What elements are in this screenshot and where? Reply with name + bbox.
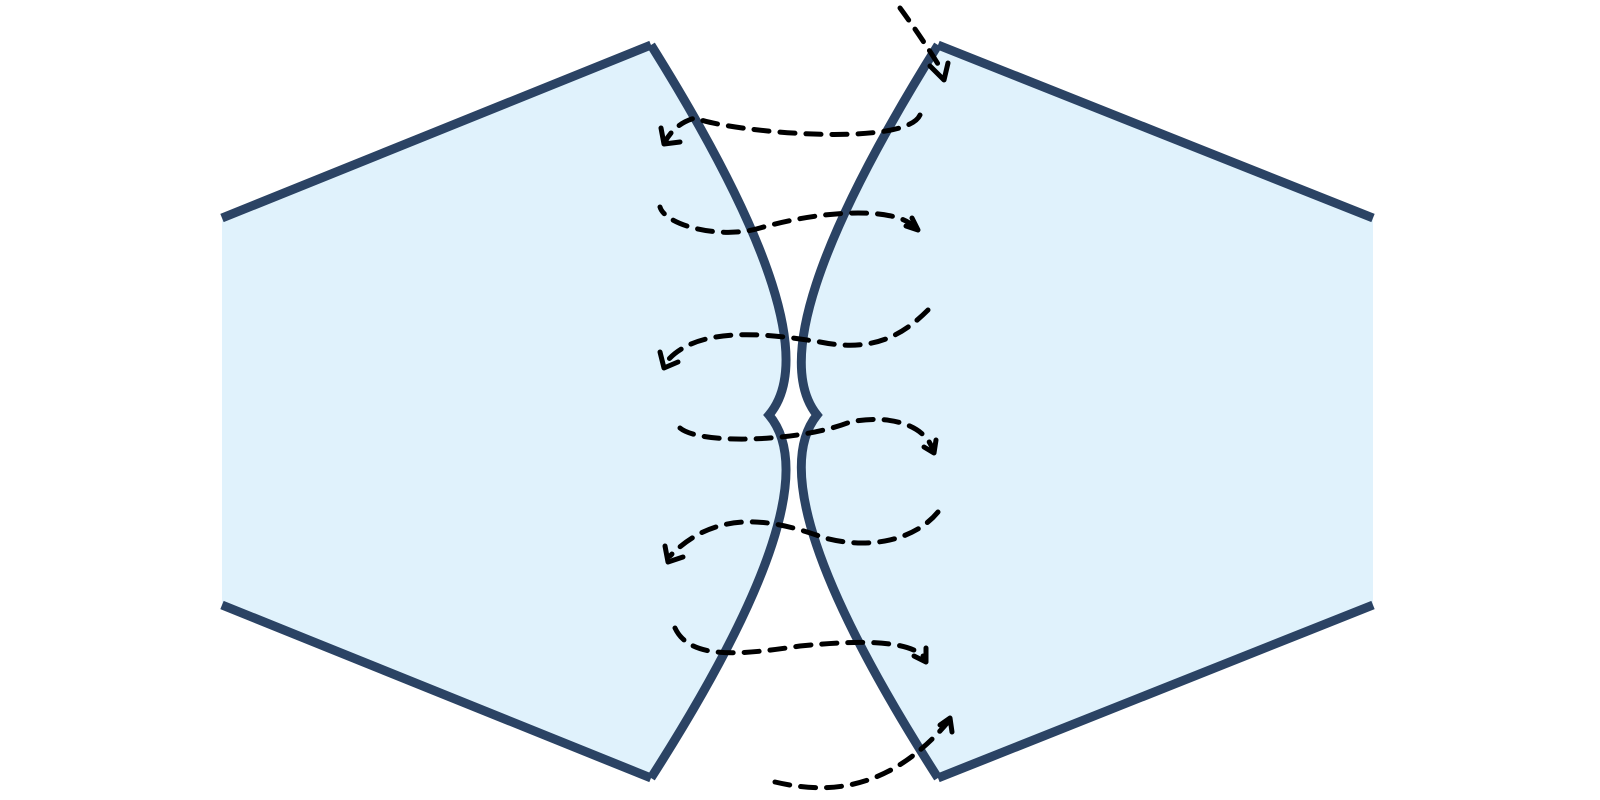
stitch-loop-4 [677, 416, 936, 453]
stitch-loop-5-arrowhead [662, 543, 686, 565]
stitch-loop-3 [665, 307, 931, 363]
stitch-loop-2-arrowhead [903, 215, 921, 233]
stitch-loop-2 [657, 204, 918, 235]
stitch-exit [772, 719, 951, 791]
stitch-loop-1-arrowhead [658, 125, 683, 147]
left-panel-top-edge [220, 40, 653, 223]
stitch-loop-5 [667, 509, 941, 559]
stitch-exit-arrowhead [937, 715, 955, 735]
stitch-loop-3-arrowhead [657, 349, 681, 371]
right-panel-fill [801, 45, 1373, 778]
left-panel-seam-edge [647, 42, 791, 781]
stitch-entry [897, 5, 946, 75]
stitch-loop-6-arrowhead [911, 645, 929, 665]
left-panel [220, 40, 791, 783]
right-panel-bottom-edge [936, 600, 1375, 783]
seam-stitches [657, 5, 955, 791]
stitch-loop-6 [672, 625, 928, 661]
right-panel-seam-edge [796, 42, 942, 781]
left-panel-bottom-edge [220, 600, 653, 783]
stitch-entry-arrowhead [927, 60, 951, 83]
right-panel [796, 40, 1375, 783]
right-panel-top-edge [936, 40, 1375, 223]
left-panel-fill [222, 45, 787, 778]
stitch-loop-1 [662, 112, 923, 145]
stitch-loop-4-arrowhead [921, 437, 939, 456]
